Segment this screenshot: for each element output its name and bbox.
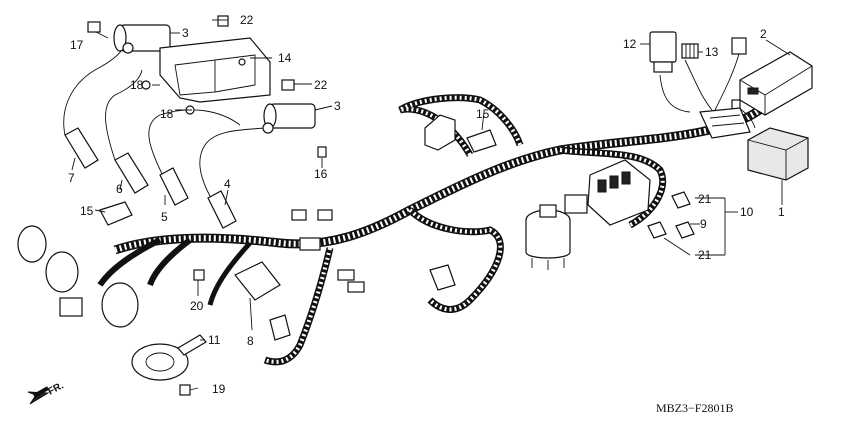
callout-20: 20: [190, 299, 204, 313]
part-regulator: [234, 261, 291, 341]
callout-21-upper: 21: [698, 192, 712, 206]
front-direction-arrow-icon: [27, 386, 50, 405]
callout-4: 4: [224, 177, 231, 191]
callout-3-lower: 3: [334, 99, 341, 113]
part-fuse-block: [564, 159, 651, 226]
callout-14: 14: [278, 51, 292, 65]
part-fuse-box: [747, 127, 809, 181]
callout-10: 10: [740, 205, 754, 219]
callout-16: 16: [314, 167, 328, 181]
part-ignition-switch: [525, 204, 571, 270]
callout-15-right: 15: [476, 107, 490, 121]
callout-22-lower: 22: [314, 78, 328, 92]
drawing-code: MBZ3−F2801B: [656, 401, 733, 415]
part-control-unit: [731, 51, 813, 116]
callout-19: 19: [212, 382, 226, 396]
part-bolts: [87, 15, 327, 396]
part-multi-connector: [699, 107, 751, 139]
part-misc-connectors: [291, 209, 456, 293]
callout-11: 11: [208, 333, 221, 347]
callout-18-lower: 18: [160, 107, 174, 121]
callout-15-left: 15: [80, 204, 94, 218]
leader-lines: [71, 19, 791, 391]
part-fuses: [647, 191, 695, 239]
part-horn: [131, 334, 207, 381]
main-wire-harness: [63, 44, 765, 366]
callout-5: 5: [161, 210, 168, 224]
callout-6: 6: [116, 182, 123, 196]
callout-12: 12: [623, 37, 637, 51]
callout-18-upper: 18: [130, 78, 144, 92]
callout-9: 9: [700, 217, 707, 231]
callout-numbers: 1 2 3 3 4 5 6 7 8 9 10 11 12 13 14 15 15…: [68, 13, 785, 396]
callout-1: 1: [778, 205, 785, 219]
part-relay: [649, 31, 677, 73]
part-upper-connector: [731, 37, 747, 55]
callout-2: 2: [760, 27, 767, 41]
part-headlight-sockets: [17, 225, 139, 328]
callout-21-lower: 21: [698, 248, 712, 262]
callout-3-upper: 3: [182, 26, 189, 40]
callout-22-upper: 22: [240, 13, 254, 27]
callout-8: 8: [247, 334, 254, 348]
part-spark-plug-caps: [64, 127, 237, 229]
part-boot-connector: [424, 114, 456, 151]
part-ignition-coil-lower: [262, 103, 316, 134]
part-bracket: [159, 37, 271, 103]
part-clamps: [99, 129, 497, 226]
callout-17: 17: [70, 38, 84, 52]
callout-7: 7: [68, 171, 75, 185]
callout-13: 13: [705, 45, 719, 59]
part-ignition-coil-upper: [113, 24, 171, 54]
direction-label: FR.: [46, 380, 66, 397]
part-small-connector: [681, 43, 699, 59]
